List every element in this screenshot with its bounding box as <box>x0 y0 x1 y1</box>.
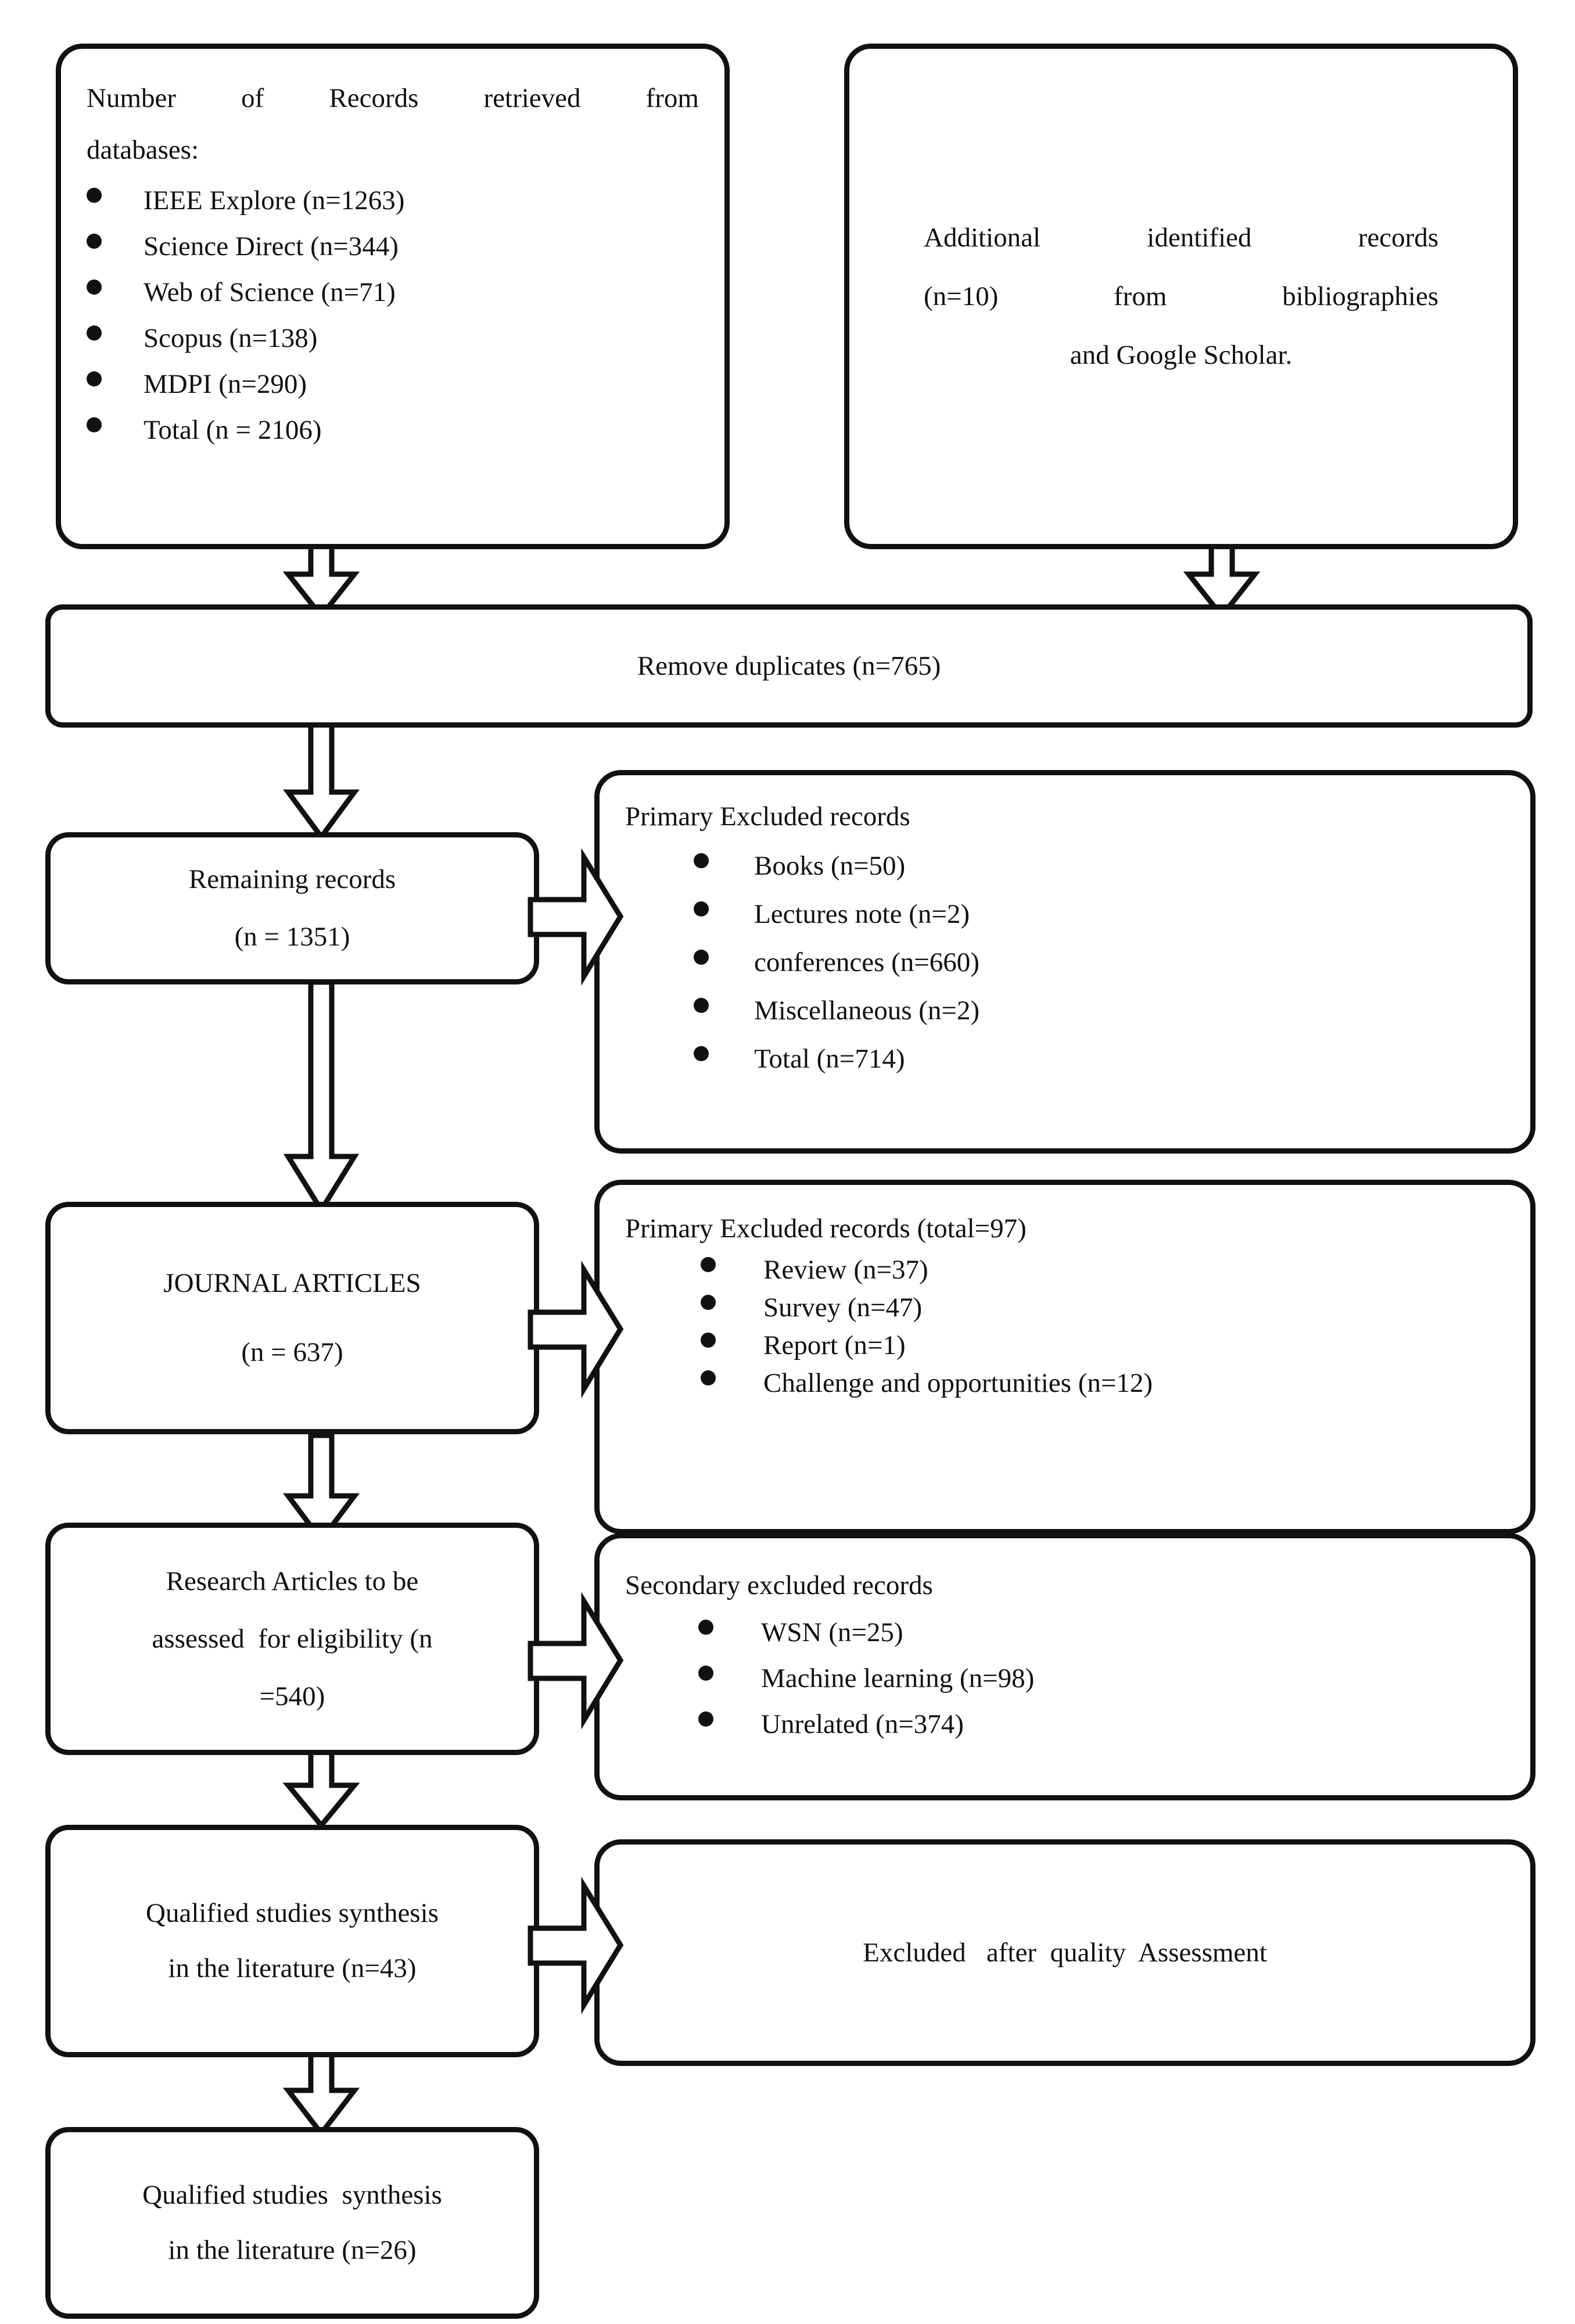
arrow-research-to-secondary-excluded <box>528 1592 624 1729</box>
research-articles-line1: Research Articles to be <box>166 1566 419 1596</box>
list-item-label: conferences (n=660) <box>754 947 980 977</box>
arrow-remaining-to-journal <box>283 979 360 1215</box>
bullet-icon <box>701 1370 716 1385</box>
bullet-icon <box>87 417 102 432</box>
box-excluded-after-quality: Excluded after quality Assessment <box>594 1839 1535 2066</box>
list-item: WSN (n=25) <box>625 1619 1507 1646</box>
bullet-icon <box>701 1333 716 1348</box>
list-item: MDPI (n=290) <box>87 371 699 398</box>
list-item: Machine learning (n=98) <box>625 1665 1507 1692</box>
list-item: Total (n = 2106) <box>87 417 699 444</box>
remaining-records-line2: (n = 1351) <box>234 922 350 952</box>
list-item-label: Scopus (n=138) <box>143 323 318 353</box>
bullet-icon <box>701 1257 716 1272</box>
records-heading-line1: Number of Records retrieved from <box>87 83 699 113</box>
qualified-26-line1: Qualified studies synthesis <box>142 2180 442 2210</box>
arrow-remaining-to-primary-excluded-1 <box>528 848 624 986</box>
box-qualified-studies-26: Qualified studies synthesis in the liter… <box>45 2127 539 2319</box>
list-item: conferences (n=660) <box>625 949 1507 976</box>
list-item: Unrelated (n=374) <box>625 1711 1507 1738</box>
box-records-retrieved: Number of Records retrieved from databas… <box>56 44 730 549</box>
bullet-icon <box>87 371 102 386</box>
list-item: Science Direct (n=344) <box>87 233 699 260</box>
list-item-label: MDPI (n=290) <box>143 369 307 399</box>
list-item-label: Miscellaneous (n=2) <box>754 996 980 1026</box>
list-item-label: WSN (n=25) <box>761 1617 903 1648</box>
primary-excluded-1-list: Books (n=50) Lectures note (n=2) confere… <box>625 853 1507 1073</box>
list-item: Web of Science (n=71) <box>87 279 699 306</box>
bullet-icon <box>87 280 102 295</box>
list-item-label: Total (n = 2106) <box>143 415 322 445</box>
box-journal-articles: JOURNAL ARTICLES (n = 637) <box>45 1202 539 1434</box>
remaining-records-line1: Remaining records <box>188 864 396 894</box>
list-item-label: Web of Science (n=71) <box>143 277 396 307</box>
bullet-icon <box>694 901 709 916</box>
bullet-icon <box>701 1295 716 1310</box>
remove-duplicates-label: Remove duplicates (n=765) <box>637 650 941 681</box>
box-primary-excluded-2: Primary Excluded records (total=97) Revi… <box>594 1180 1535 1534</box>
box-remove-duplicates: Remove duplicates (n=765) <box>45 604 1533 728</box>
list-item: Miscellaneous (n=2) <box>625 997 1507 1025</box>
journal-articles-line2: (n = 637) <box>241 1337 343 1367</box>
box-qualified-studies-43: Qualified studies synthesis in the liter… <box>45 1825 539 2057</box>
arrow-journal-to-research <box>283 1433 360 1545</box>
arrow-qualified43-to-excluded-quality <box>528 1877 624 2014</box>
box-primary-excluded-1: Primary Excluded records Books (n=50) Le… <box>594 770 1535 1154</box>
list-item-label: Challenge and opportunities (n=12) <box>763 1368 1153 1398</box>
list-item-label: Survey (n=47) <box>763 1292 923 1323</box>
list-item: Challenge and opportunities (n=12) <box>625 1370 1507 1397</box>
list-item-label: Lectures note (n=2) <box>754 899 970 929</box>
arrow-research-to-qualified43 <box>282 1741 360 1830</box>
bullet-icon <box>87 234 102 249</box>
box-secondary-excluded: Secondary excluded records WSN (n=25) Ma… <box>594 1533 1535 1800</box>
secondary-excluded-list: WSN (n=25) Machine learning (n=98) Unrel… <box>625 1619 1507 1738</box>
list-item-label: Report (n=1) <box>763 1330 906 1360</box>
box-research-articles: Research Articles to be assessed for eli… <box>45 1523 539 1755</box>
qualified-43-line1: Qualified studies synthesis <box>146 1898 439 1928</box>
list-item-label: Total (n=714) <box>754 1044 905 1074</box>
bullet-icon <box>87 325 102 341</box>
primary-excluded-2-list: Review (n=37) Survey (n=47) Report (n=1)… <box>625 1256 1507 1397</box>
list-item: Total (n=714) <box>625 1045 1507 1073</box>
arrow-duplicates-to-remaining <box>283 721 360 841</box>
list-item-label: Machine learning (n=98) <box>761 1663 1035 1693</box>
box-remaining-records: Remaining records (n = 1351) <box>45 832 539 984</box>
list-item-label: Books (n=50) <box>754 851 906 881</box>
bullet-icon <box>87 188 102 203</box>
journal-articles-line1: JOURNAL ARTICLES <box>163 1268 421 1298</box>
box-additional-records: Additional identified records (n=10) fro… <box>844 44 1518 549</box>
secondary-excluded-heading: Secondary excluded records <box>625 1570 933 1600</box>
list-item-label: IEEE Explore (n=1263) <box>143 185 405 216</box>
bullet-icon <box>694 998 709 1013</box>
qualified-26-line2: in the literature (n=26) <box>168 2235 417 2265</box>
bullet-icon <box>698 1620 713 1635</box>
list-item-label: Unrelated (n=374) <box>761 1709 964 1739</box>
list-item: Scopus (n=138) <box>87 325 699 352</box>
list-item: Survey (n=47) <box>625 1294 1507 1322</box>
bullet-icon <box>698 1711 713 1727</box>
records-database-list: IEEE Explore (n=1263) Science Direct (n=… <box>87 187 699 444</box>
additional-records-line2: (n=10) from bibliographies <box>924 281 1438 311</box>
list-item: Review (n=37) <box>625 1256 1507 1284</box>
additional-records-line1: Additional identified records <box>924 222 1438 253</box>
bullet-icon <box>694 950 709 965</box>
bullet-icon <box>694 1046 709 1061</box>
primary-excluded-1-heading: Primary Excluded records <box>625 801 910 832</box>
bullet-icon <box>694 853 709 868</box>
additional-records-line3: and Google Scholar. <box>1070 339 1293 370</box>
list-item: Books (n=50) <box>625 853 1507 880</box>
qualified-43-line2: in the literature (n=43) <box>168 1953 417 1983</box>
list-item-label: Science Direct (n=344) <box>143 231 399 262</box>
excluded-quality-label: Excluded after quality Assessment <box>863 1937 1267 1968</box>
list-item: Lectures note (n=2) <box>625 901 1507 928</box>
list-item: Report (n=1) <box>625 1332 1507 1359</box>
primary-excluded-2-heading: Primary Excluded records (total=97) <box>625 1213 1027 1244</box>
records-heading-line2: databases: <box>87 135 199 165</box>
list-item-label: Review (n=37) <box>763 1255 928 1285</box>
research-articles-line3: =540) <box>259 1681 325 1711</box>
research-articles-line2: assessed for eligibility (n <box>152 1623 433 1654</box>
list-item: IEEE Explore (n=1263) <box>87 187 699 214</box>
arrow-journal-to-primary-excluded-2 <box>528 1261 624 1398</box>
bullet-icon <box>698 1666 713 1681</box>
